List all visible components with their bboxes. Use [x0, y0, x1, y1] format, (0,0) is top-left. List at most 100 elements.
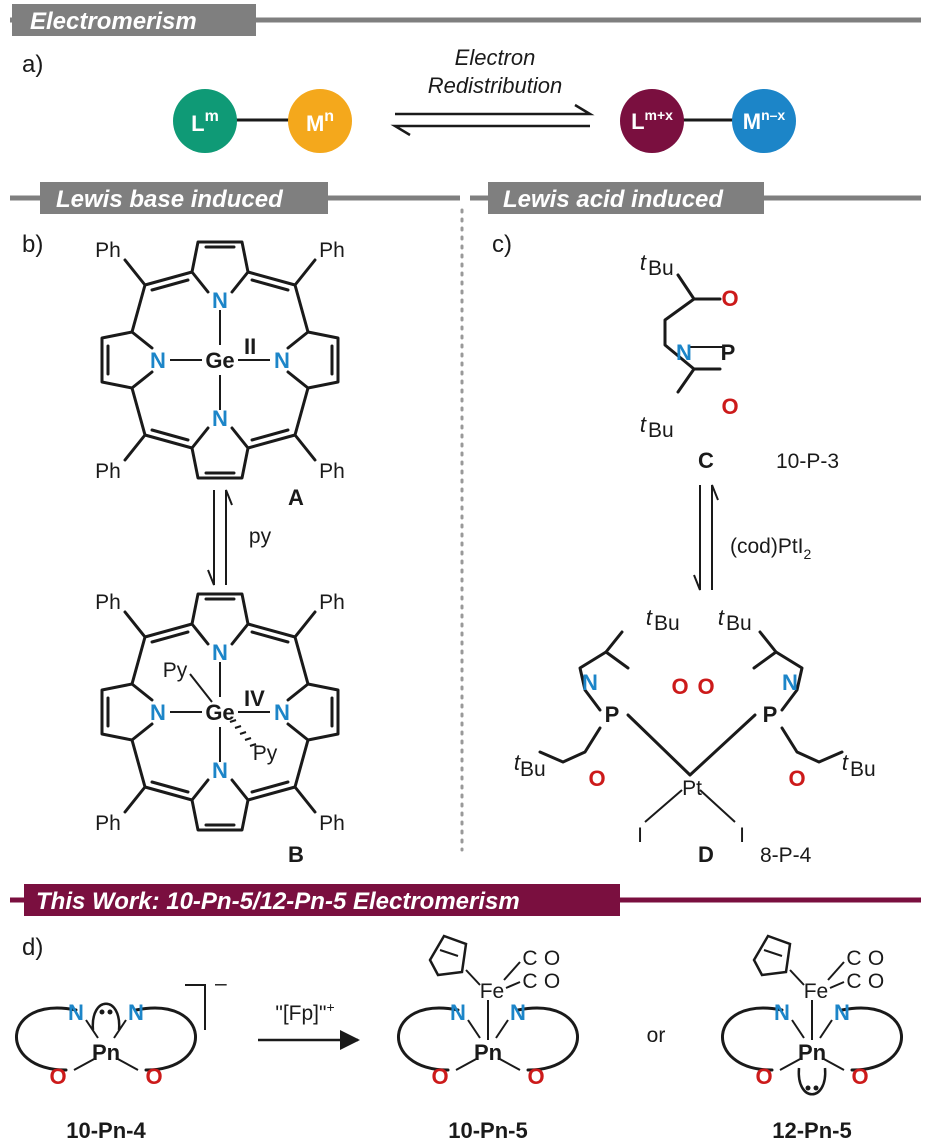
- phenyl-label: Ph: [319, 239, 345, 262]
- oxygen-atom: O: [431, 1064, 448, 1089]
- metal-circle-left: [288, 89, 352, 153]
- metal-right-M: M: [743, 109, 761, 134]
- svg-text:Lm+x: Lm+x: [631, 107, 673, 134]
- oxygen-atom: O: [755, 1064, 772, 1089]
- nitrogen-atom: N: [128, 1000, 144, 1025]
- oxygen-atom: O: [145, 1064, 162, 1089]
- metal-left-sup: n: [324, 108, 334, 125]
- iron-atom: Fe: [804, 980, 829, 1003]
- oxygen-atom: O: [788, 766, 805, 791]
- phenyl-label: Ph: [95, 460, 121, 483]
- carbon-atom: C: [846, 970, 861, 993]
- svg-text:Mn: Mn: [306, 108, 334, 136]
- nitrogen-atom: N: [274, 700, 290, 725]
- compound-label-B: B: [288, 842, 304, 867]
- phosphorus-atom: P: [763, 702, 778, 727]
- phenyl-label: Ph: [319, 460, 345, 483]
- anion-charge: –: [215, 972, 227, 995]
- oxygen-atom: O: [49, 1064, 66, 1089]
- arrow-label-line2: Redistribution: [428, 73, 563, 98]
- nitrogen-atom: N: [150, 700, 166, 725]
- germanium-atom: Ge: [205, 348, 234, 373]
- nitrogen-atom: N: [782, 670, 798, 695]
- compound-label-10-Pn-4: 10-Pn-4: [66, 1118, 146, 1143]
- iodine-atom: I: [637, 824, 643, 847]
- header-lewis-base-text: Lewis base induced: [56, 186, 284, 213]
- nitrogen-atom: N: [212, 758, 228, 783]
- reagent-main: (cod)PtI: [730, 535, 804, 558]
- tbu-t: t: [646, 605, 653, 630]
- nitrogen-atom: N: [212, 406, 228, 431]
- panel-label-b: b): [22, 231, 43, 258]
- ligand-left-sup: m: [205, 108, 219, 125]
- panel-label-a: a): [22, 51, 43, 78]
- or-text: or: [647, 1024, 666, 1047]
- nitrogen-atom: N: [582, 670, 598, 695]
- valence-descriptor-C: 10-P-3: [776, 450, 839, 473]
- tbu-bu: Bu: [520, 758, 546, 781]
- phosphorus-atom: P: [721, 340, 736, 365]
- oxygen-atom: O: [868, 947, 884, 970]
- header-lewis-acid: Lewis acid induced: [470, 182, 921, 214]
- reagent-cod-pti2: (cod)PtI2: [730, 535, 812, 562]
- compound-label-C: C: [698, 448, 714, 473]
- ligand-circle-left: [173, 89, 237, 153]
- pnictogen-atom: Pn: [92, 1040, 120, 1065]
- iodine-atom: I: [739, 824, 745, 847]
- header-electromerism: Electromerism: [10, 4, 921, 36]
- tbu-bu: Bu: [850, 758, 876, 781]
- compound-label-12-Pn-5: 12-Pn-5: [772, 1118, 851, 1143]
- header-this-work: This Work: 10-Pn-5/12-Pn-5 Electromerism: [10, 884, 921, 916]
- equilibrium-arrow: [390, 103, 595, 137]
- nitrogen-atom: N: [212, 288, 228, 313]
- pyridine-label: Py: [163, 659, 188, 682]
- pnictogen-atom: Pn: [474, 1040, 502, 1065]
- pnictogen-atom: Pn: [798, 1040, 826, 1065]
- svg-text:Lm: Lm: [191, 108, 219, 136]
- tbu-bu: Bu: [726, 612, 752, 635]
- nitrogen-atom: N: [834, 1000, 850, 1025]
- reaction-arrow-fp: "[Fp]"+: [258, 999, 360, 1050]
- reagent-fp: "[Fp]"+: [275, 999, 334, 1025]
- oxygen-atom: O: [544, 970, 560, 993]
- carbon-atom: C: [522, 970, 537, 993]
- reagent-sub: 2: [804, 546, 812, 562]
- ligand-left-L: L: [191, 111, 204, 136]
- phenyl-label: Ph: [319, 812, 345, 835]
- panel-a: Lm Mn Electron Redistribution Lm+x Mn–x: [173, 45, 796, 153]
- svg-text:Mn–x: Mn–x: [743, 107, 786, 134]
- arrow-label-line1: Electron: [455, 45, 536, 70]
- nitrogen-atom: N: [274, 348, 290, 373]
- ligand-right-L: L: [631, 109, 644, 134]
- phenyl-label: Ph: [95, 239, 121, 262]
- lone-pair-icon: [91, 1002, 121, 1031]
- oxygen-atom: O: [544, 947, 560, 970]
- header-lewis-base: Lewis base induced: [10, 182, 460, 214]
- reagent-py: py: [249, 525, 272, 548]
- header-electromerism-text: Electromerism: [30, 8, 197, 35]
- label-A: A: [288, 485, 304, 510]
- equilibrium-arrow-c: (cod)PtI2: [693, 484, 812, 591]
- panel-label-c: c): [492, 231, 512, 258]
- carbon-atom: C: [522, 947, 537, 970]
- nitrogen-atom: N: [676, 340, 692, 365]
- oxidation-state: IV: [244, 686, 265, 711]
- oxygen-atom: O: [721, 286, 738, 311]
- reagent-fp-sup: +: [326, 999, 334, 1015]
- germanium-atom: Ge: [205, 700, 234, 725]
- cyclopentadienyl-icon: [428, 934, 468, 977]
- compound-label-D: D: [698, 842, 714, 867]
- phenyl-label: Ph: [95, 812, 121, 835]
- oxygen-atom: O: [671, 674, 688, 699]
- metal-circle-right: [732, 89, 796, 153]
- panel-label-d: d): [22, 934, 43, 961]
- metal-right-sup: n–x: [761, 107, 785, 123]
- nitrogen-atom: N: [774, 1000, 790, 1025]
- phenyl-label: Ph: [95, 591, 121, 614]
